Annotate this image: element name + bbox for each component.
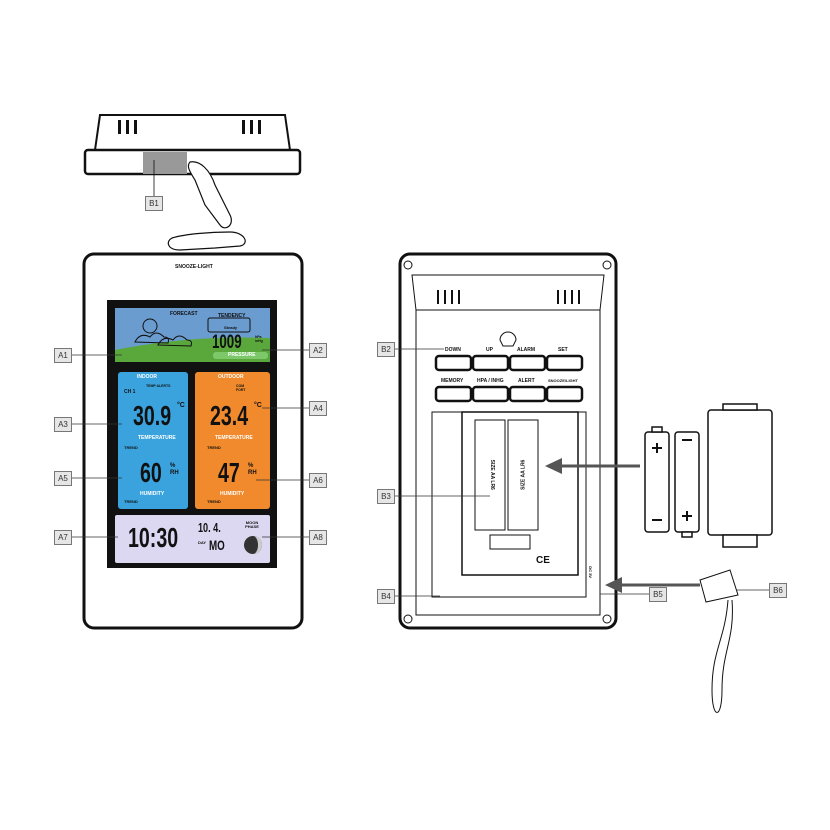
label-a8: A8 <box>309 530 327 545</box>
temp-alerts-label: TEMP ALERTS <box>146 384 171 388</box>
label-a6: A6 <box>309 473 327 488</box>
indoor-temp-unit: °C <box>177 402 185 409</box>
forecast-label: FORECAST <box>170 311 198 317</box>
snooze-light-label: SNOOZE-LIGHT <box>175 264 213 270</box>
outdoor-temp-label: TEMPERATURE <box>215 435 253 441</box>
tendency-state: Steady <box>224 325 238 330</box>
button-up-label[interactable]: UP <box>486 347 493 353</box>
battery-label-1: SIZE AA LR6 <box>488 459 495 490</box>
label-a4: A4 <box>309 401 327 416</box>
button-alarm-label[interactable]: ALARM <box>517 347 536 353</box>
indoor-humidity: 60 <box>140 457 162 488</box>
outdoor-hum-label: HUMIDITY <box>220 491 245 497</box>
label-b6: B6 <box>769 583 787 598</box>
indoor-hum-label: HUMIDITY <box>140 491 165 497</box>
label-b4: B4 <box>377 589 395 604</box>
channel-label: CH 1 <box>124 389 136 395</box>
button-hpa-inhg-label[interactable]: HPA / INHG <box>477 378 504 384</box>
button-alert-label[interactable]: ALERT <box>518 378 535 384</box>
pressure-label: PRESSURE <box>228 352 256 358</box>
battery-label-2: SIZE AA LR6 <box>520 459 527 490</box>
label-a2: A2 <box>309 343 327 358</box>
indoor-trend-label: TREND <box>124 445 138 450</box>
moon-phase-label: MOON PHASE <box>245 520 259 530</box>
batteries <box>644 403 773 548</box>
indoor-panel <box>118 372 188 509</box>
comfort-label: COM FORT <box>236 384 246 392</box>
label-a7: A7 <box>54 530 72 545</box>
indoor-hum-unit: % RH <box>170 463 179 476</box>
indoor-temp-label: TEMPERATURE <box>138 435 176 441</box>
day-label: DAY <box>198 540 207 545</box>
back-buttons-shapes <box>434 354 584 403</box>
label-a1: A1 <box>54 348 72 363</box>
label-b1: B1 <box>145 196 163 211</box>
button-memory-label[interactable]: MEMORY <box>441 378 464 384</box>
outdoor-temperature: 23.4 <box>210 400 249 431</box>
label-a5: A5 <box>54 471 72 486</box>
pressure-units: hPa inHg <box>255 335 263 343</box>
clock-date: 10. 4. <box>198 520 221 535</box>
label-a3: A3 <box>54 417 72 432</box>
dc-input-label: DC 5V <box>588 566 594 579</box>
button-down-label[interactable]: DOWN <box>445 347 461 353</box>
label-b5: B5 <box>649 587 667 602</box>
tendency-label: TENDENCY <box>218 313 246 319</box>
outdoor-trend-label-2: TREND <box>207 499 221 504</box>
label-b3: B3 <box>377 489 395 504</box>
outdoor-trend-label: TREND <box>207 445 221 450</box>
power-adapter <box>699 569 739 713</box>
outdoor-hum-unit: % RH <box>248 463 257 476</box>
clock-time: 10:30 <box>128 522 179 553</box>
clock-day: MO <box>209 537 225 553</box>
pressure-value: 1009 <box>212 332 242 353</box>
button-set-label[interactable]: SET <box>558 347 568 353</box>
indoor-temperature: 30.9 <box>133 400 172 431</box>
outdoor-humidity: 47 <box>218 457 240 488</box>
ce-mark: CE <box>536 555 550 566</box>
snooze-light-button-top <box>143 152 187 174</box>
clock-panel <box>115 515 270 563</box>
label-b2: B2 <box>377 342 395 357</box>
outdoor-temp-unit: °C <box>254 402 262 409</box>
indoor-trend-label-2: TREND <box>124 499 138 504</box>
outdoor-panel <box>195 372 270 509</box>
outdoor-header: OUTDOOR <box>218 374 244 380</box>
indoor-header: INDOOR <box>137 374 157 380</box>
button-snooze-light-label[interactable]: SNOOZE/LIGHT <box>548 378 578 383</box>
top-view-device <box>83 114 302 251</box>
